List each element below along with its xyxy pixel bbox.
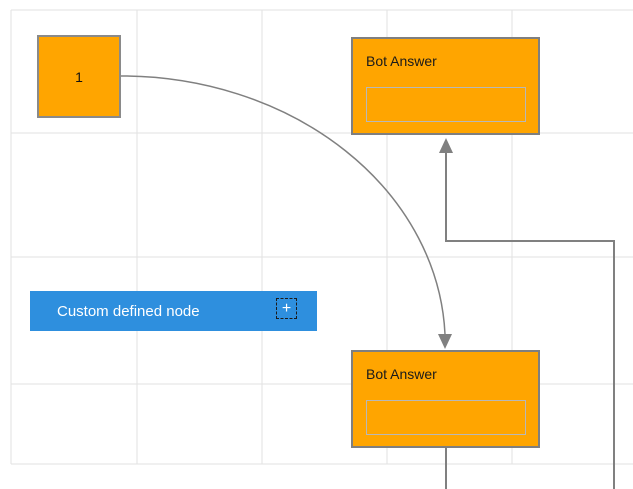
node-bot-answer-top[interactable]: Bot Answer: [351, 37, 540, 135]
add-node-plus-button[interactable]: +: [276, 298, 297, 319]
arrowhead-down-icon: [438, 334, 452, 349]
arrowhead-up-icon: [439, 138, 453, 153]
node-start-square[interactable]: 1: [37, 35, 121, 118]
node-custom-defined[interactable]: Custom defined node +: [30, 291, 317, 331]
bot-answer-title: Bot Answer: [366, 53, 437, 69]
bot-answer-text-field[interactable]: [366, 400, 526, 435]
link-orthogonal-bottom-bot-to-top-bot[interactable]: [439, 138, 615, 489]
bot-answer-title: Bot Answer: [366, 366, 437, 382]
node-bot-answer-bottom[interactable]: Bot Answer: [351, 350, 540, 448]
link-curved-start-to-bottom-bot[interactable]: [120, 75, 452, 349]
node-start-label: 1: [75, 68, 83, 85]
bot-answer-text-field[interactable]: [366, 87, 526, 122]
custom-node-label: Custom defined node: [57, 302, 200, 320]
